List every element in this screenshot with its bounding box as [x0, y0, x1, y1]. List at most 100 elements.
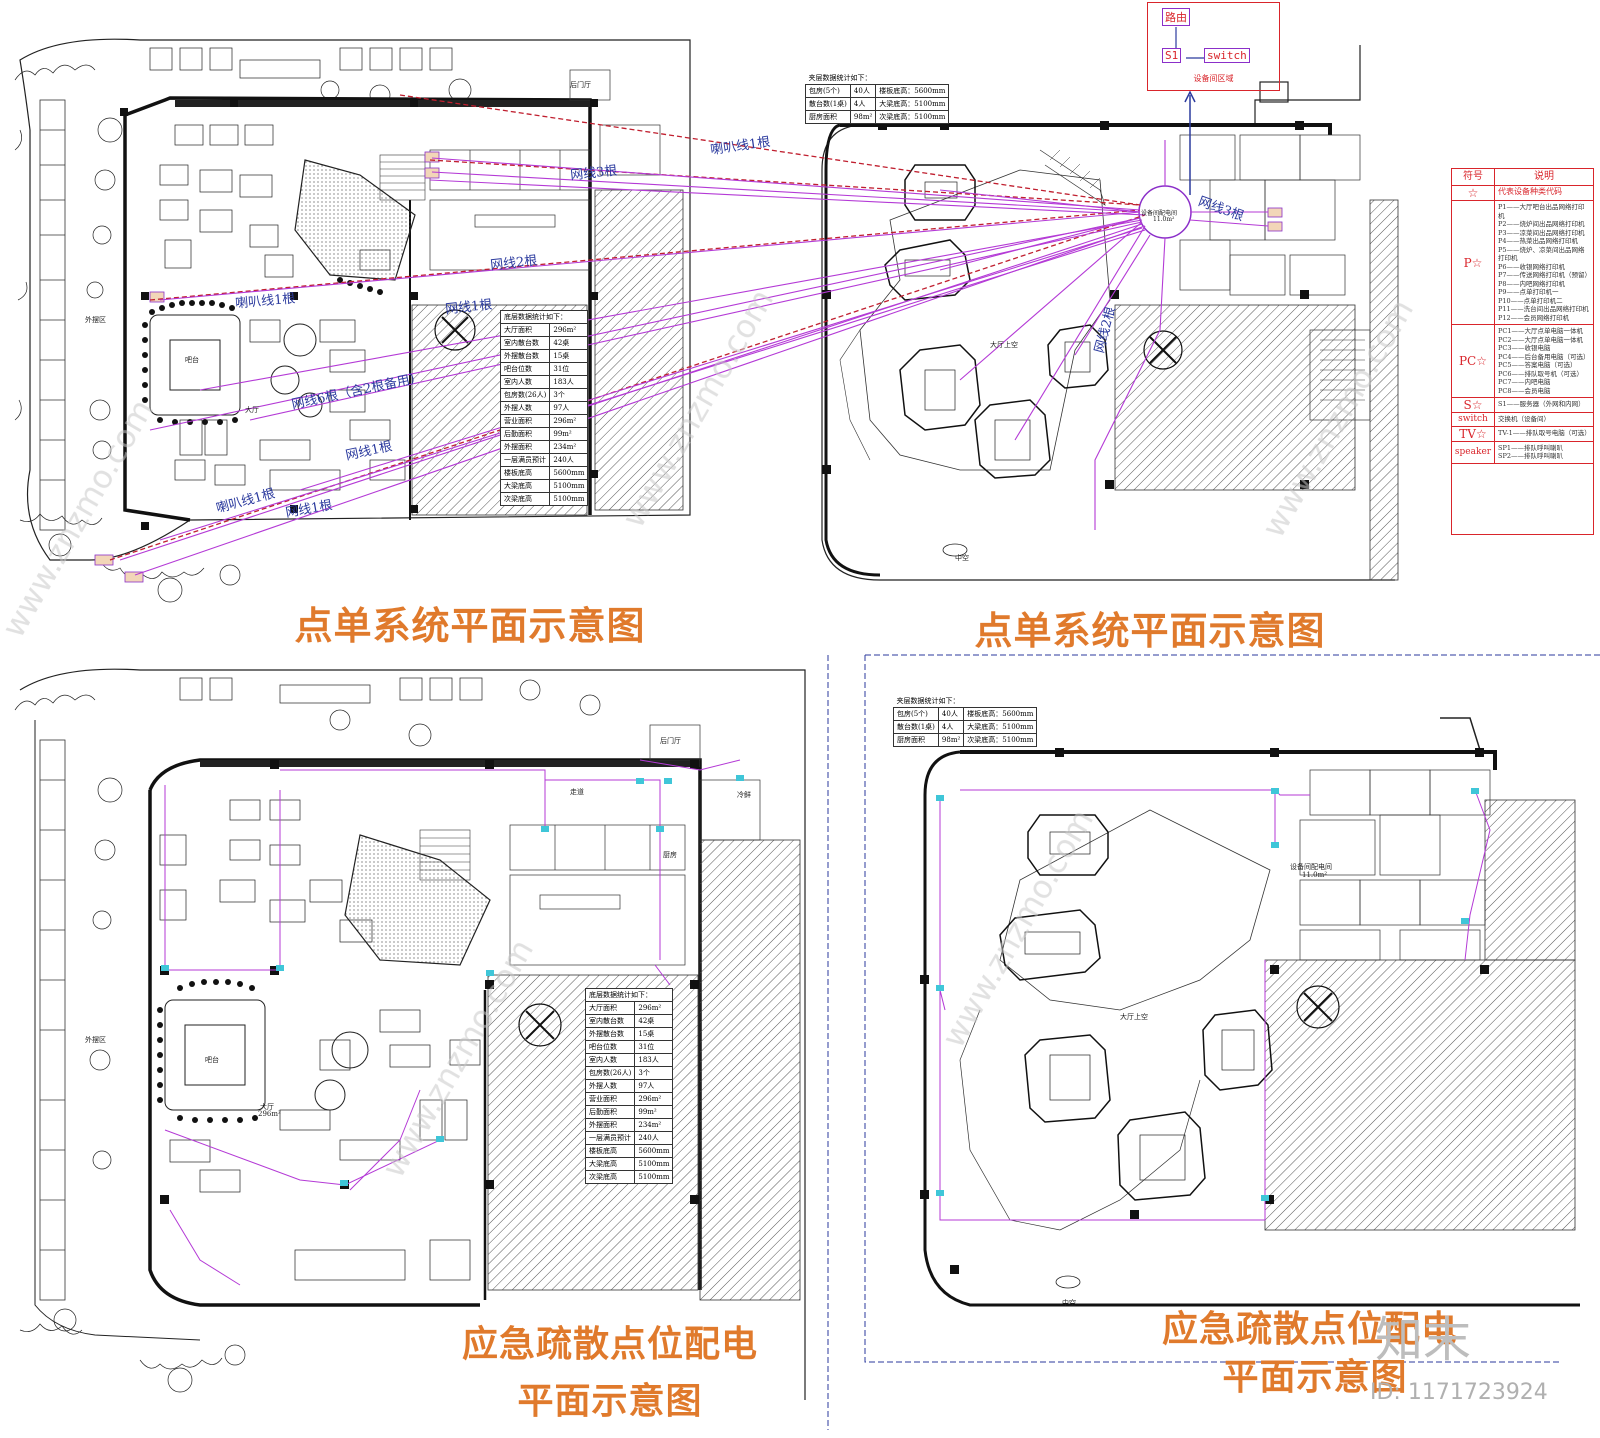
title-bottom-left-line1: 应急疏散点位配电 — [461, 1323, 758, 1365]
stats-cell: 240人 — [634, 1131, 674, 1145]
legend-head-desc: 说明 — [1534, 171, 1554, 182]
stats-cell: 吧台位数 — [499, 362, 551, 376]
plan-top-right — [821, 45, 1399, 581]
legend-description-line: TV-1——排队取号电脑（可选） — [1498, 428, 1591, 437]
legend-description-line: P2——烧炉间出品网络打印机 — [1498, 220, 1585, 228]
legend-description-line: P5——烧炉、凉菜间出品网络打印机 — [1498, 245, 1585, 263]
stats-cell: 后勤面积 — [584, 1105, 636, 1119]
stats-cell: 一层满员预计 — [499, 453, 551, 467]
order-system-wiring — [109, 94, 1269, 576]
legend-symbol: ☆ — [1452, 186, 1495, 200]
stats-cell: 234m² — [634, 1118, 674, 1132]
legend-description-line: PC8——会员电脑 — [1498, 386, 1551, 395]
stats-cell: 一层满员预计 — [584, 1131, 636, 1145]
legend-row: ☆代表设备种类代码 — [1452, 186, 1593, 201]
label-corridor: 走道 — [570, 788, 584, 796]
label-equipment-area-bottom: 11.0m² — [1302, 871, 1328, 879]
stats-cell: 外摆散台数 — [584, 1027, 636, 1041]
switch-label: switch — [1204, 48, 1250, 63]
stats-cell: 楼板底高 — [499, 466, 551, 480]
plan-top-left — [14, 38, 691, 603]
legend-description-line: S1——服务器（外网和内网） — [1498, 400, 1585, 408]
legend-description-line: 交换机（设备间） — [1498, 415, 1550, 423]
label-hall-area-bottom: 296m² — [258, 1110, 281, 1118]
stats-cell: 99m² — [634, 1105, 674, 1119]
stats-cell: 营业面积 — [499, 414, 551, 428]
legend-description-line: P9——点单打印机一 — [1498, 288, 1559, 296]
legend-symbol: speaker — [1452, 441, 1495, 463]
stats-cell: 31位 — [549, 362, 589, 376]
legend-description-line: P1——大厅吧台出品网络打印机 — [1498, 203, 1585, 220]
legend-description-line: P11——洗台间出品网络打印机 — [1498, 305, 1589, 313]
stats-cell: 5600mm — [549, 466, 589, 480]
legend-description-line: P3——凉菜间出品网络打印机 — [1498, 228, 1585, 237]
stats-cell: 大厅面积 — [584, 1001, 636, 1015]
stats-cell: 次梁底高：5100mm — [875, 110, 950, 124]
stats-cell: 5100mm — [549, 479, 589, 493]
legend-description-line: P4——热菜出品网络打印机 — [1498, 237, 1579, 245]
s1-label: S1 — [1162, 48, 1182, 63]
legend-symbol: P☆ — [1452, 201, 1495, 324]
stats-cell: 楼板底高 — [584, 1144, 636, 1158]
legend-symbol: PC☆ — [1452, 325, 1495, 397]
legend-head-symbol: 符号 — [1452, 169, 1495, 185]
stats-cell: 5100mm — [549, 492, 589, 506]
label-outdoor-top: 外摆区 — [85, 316, 106, 324]
equipment-area-label: 设备间区域 — [1193, 74, 1234, 83]
legend-description-line: PC3——收银电脑 — [1498, 344, 1551, 352]
label-backdoor-bottom: 后门厅 — [660, 737, 681, 745]
legend-description: 交换机（设备间） — [1495, 413, 1593, 426]
stats-cell: 296m² — [634, 1092, 674, 1106]
stats-cell: 296m² — [549, 323, 589, 337]
stats-cell: 室内人数 — [584, 1053, 636, 1067]
label-equipment-room-bottom: 设备间配电间 — [1290, 863, 1332, 871]
label-bar-bottom: 吧台 — [205, 1056, 219, 1064]
stats-row: 散台数(1桌)4人大梁底高：5100mm — [805, 97, 950, 111]
plan-bottom-right — [864, 654, 1600, 1363]
router-switch-box: 路由 S1 switch 设备间区域 — [1147, 2, 1280, 91]
stats-cell: 40人 — [937, 707, 965, 721]
legend-description-line: P12——会员网络打印机 — [1498, 313, 1570, 322]
stats-cell: 大梁底高：5100mm — [875, 97, 950, 111]
title-bottom-right-line2: 平面示意图 — [1222, 1356, 1408, 1398]
stats-cell: 296m² — [634, 1001, 674, 1015]
label-zhongkong-top: 中空 — [955, 554, 969, 562]
stats-cell: 97人 — [634, 1079, 674, 1093]
stats-cell: 室内人数 — [499, 375, 551, 389]
legend-description-line: PC5——答案电脑（可选） — [1498, 361, 1577, 369]
stats-cell: 外摆人数 — [499, 401, 551, 415]
label-outdoor-bottom: 外摆区 — [85, 1036, 106, 1044]
watermark-logo: 知末 — [1375, 1312, 1472, 1368]
stats-cell: 240人 — [549, 453, 589, 467]
stats-row: 包房(5个)40人楼板底高：5600mm — [805, 84, 950, 98]
stats-cell: 4人 — [849, 97, 877, 111]
stats-cell: 3个 — [634, 1066, 674, 1080]
stats-cell: 183人 — [634, 1053, 674, 1067]
legend-symbol: S☆ — [1452, 398, 1495, 412]
watermark-text: www.znzmo.com — [934, 803, 1101, 1054]
label-equipment-area: 11.0m² — [1153, 216, 1175, 223]
label-cold: 冷鲜 — [737, 791, 751, 799]
legend-row: TV☆TV-1——排队取号电脑（可选） — [1452, 426, 1593, 442]
stats-cell: 次梁底高 — [499, 492, 551, 506]
stats-cell: 234m² — [549, 440, 589, 454]
stats-cell: 散台数(1桌) — [805, 97, 851, 111]
legend-description-line: 代表设备种类代码 — [1498, 187, 1562, 196]
